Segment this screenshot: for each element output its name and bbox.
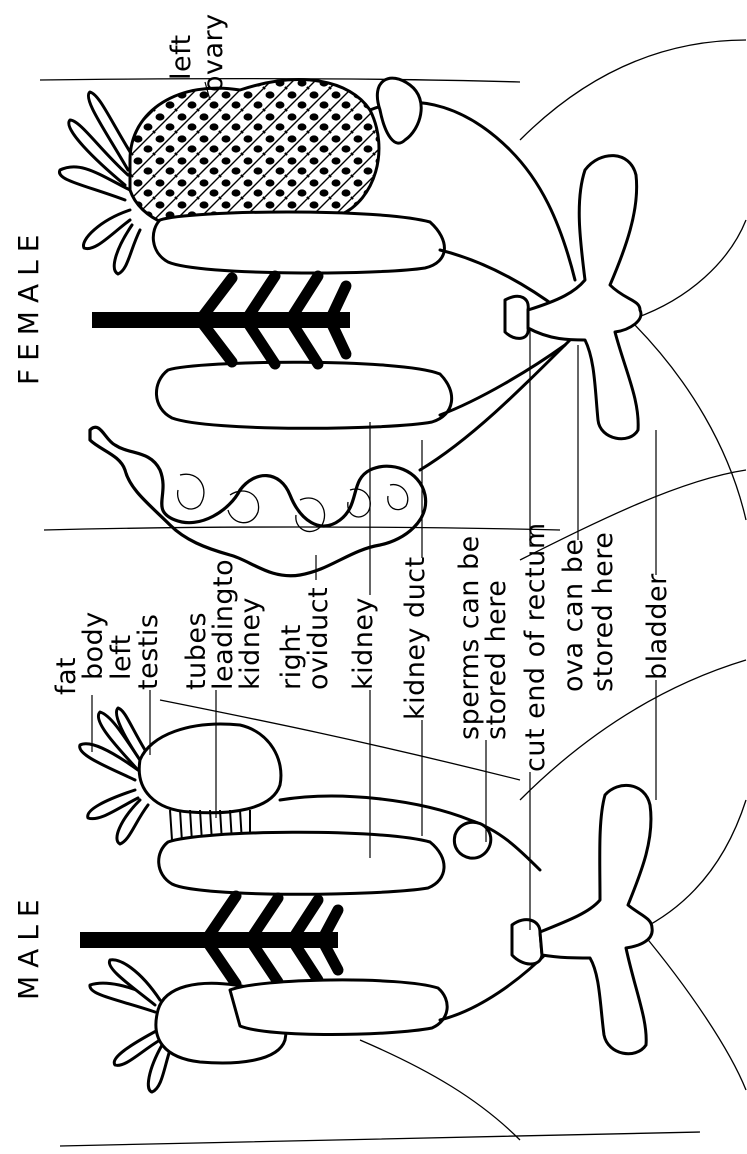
- svg-text:ova can be: ova can be: [558, 539, 589, 692]
- svg-text:bladder: bladder: [642, 573, 673, 680]
- label-sperms-stored: sperms can be stored here: [454, 535, 512, 842]
- male-fat-body: [80, 708, 148, 844]
- label-left-ovary: left ovary: [166, 13, 229, 100]
- male-seminal-vesicle: [454, 822, 490, 858]
- svg-text:MALE: MALE: [12, 891, 45, 1000]
- svg-text:FEMALE: FEMALE: [12, 227, 45, 385]
- female-left-ovary: [130, 80, 379, 232]
- label-kidney: kidney: [348, 422, 379, 858]
- female-fat-body: [59, 92, 140, 274]
- male-bladder: [540, 785, 652, 1053]
- label-fat-body: fat body: [51, 611, 109, 752]
- svg-text:stored here: stored here: [481, 580, 512, 740]
- label-cut-end-of-rectum: cut end of rectum: [520, 330, 551, 930]
- svg-text:body: body: [78, 611, 109, 680]
- svg-text:cut end of rectum: cut end of rectum: [520, 522, 551, 772]
- male-right-kidney: [230, 980, 447, 1035]
- female-anatomy: [59, 78, 641, 576]
- female-spine: [92, 276, 350, 364]
- male-anatomy: [80, 708, 653, 1092]
- female-left-kidney: [153, 212, 444, 273]
- heading-female: FEMALE: [12, 227, 45, 385]
- label-bladder: bladder: [642, 430, 673, 800]
- female-cut-rectum: [505, 296, 528, 338]
- heading-male: MALE: [12, 891, 45, 1000]
- female-ovisac: [377, 78, 421, 143]
- svg-text:testis: testis: [133, 614, 164, 690]
- male-left-kidney: [159, 832, 444, 894]
- svg-text:oviduct: oviduct: [303, 587, 334, 690]
- svg-text:left: left: [166, 34, 197, 80]
- female-right-kidney: [156, 362, 451, 428]
- male-left-testis: [139, 724, 281, 813]
- svg-text:ovary: ovary: [198, 13, 229, 92]
- svg-text:kidney: kidney: [235, 597, 266, 690]
- male-cut-rectum: [512, 920, 542, 964]
- svg-text:stored here: stored here: [588, 532, 619, 692]
- svg-text:kidney duct: kidney duct: [400, 556, 431, 720]
- svg-text:kidney: kidney: [348, 597, 379, 690]
